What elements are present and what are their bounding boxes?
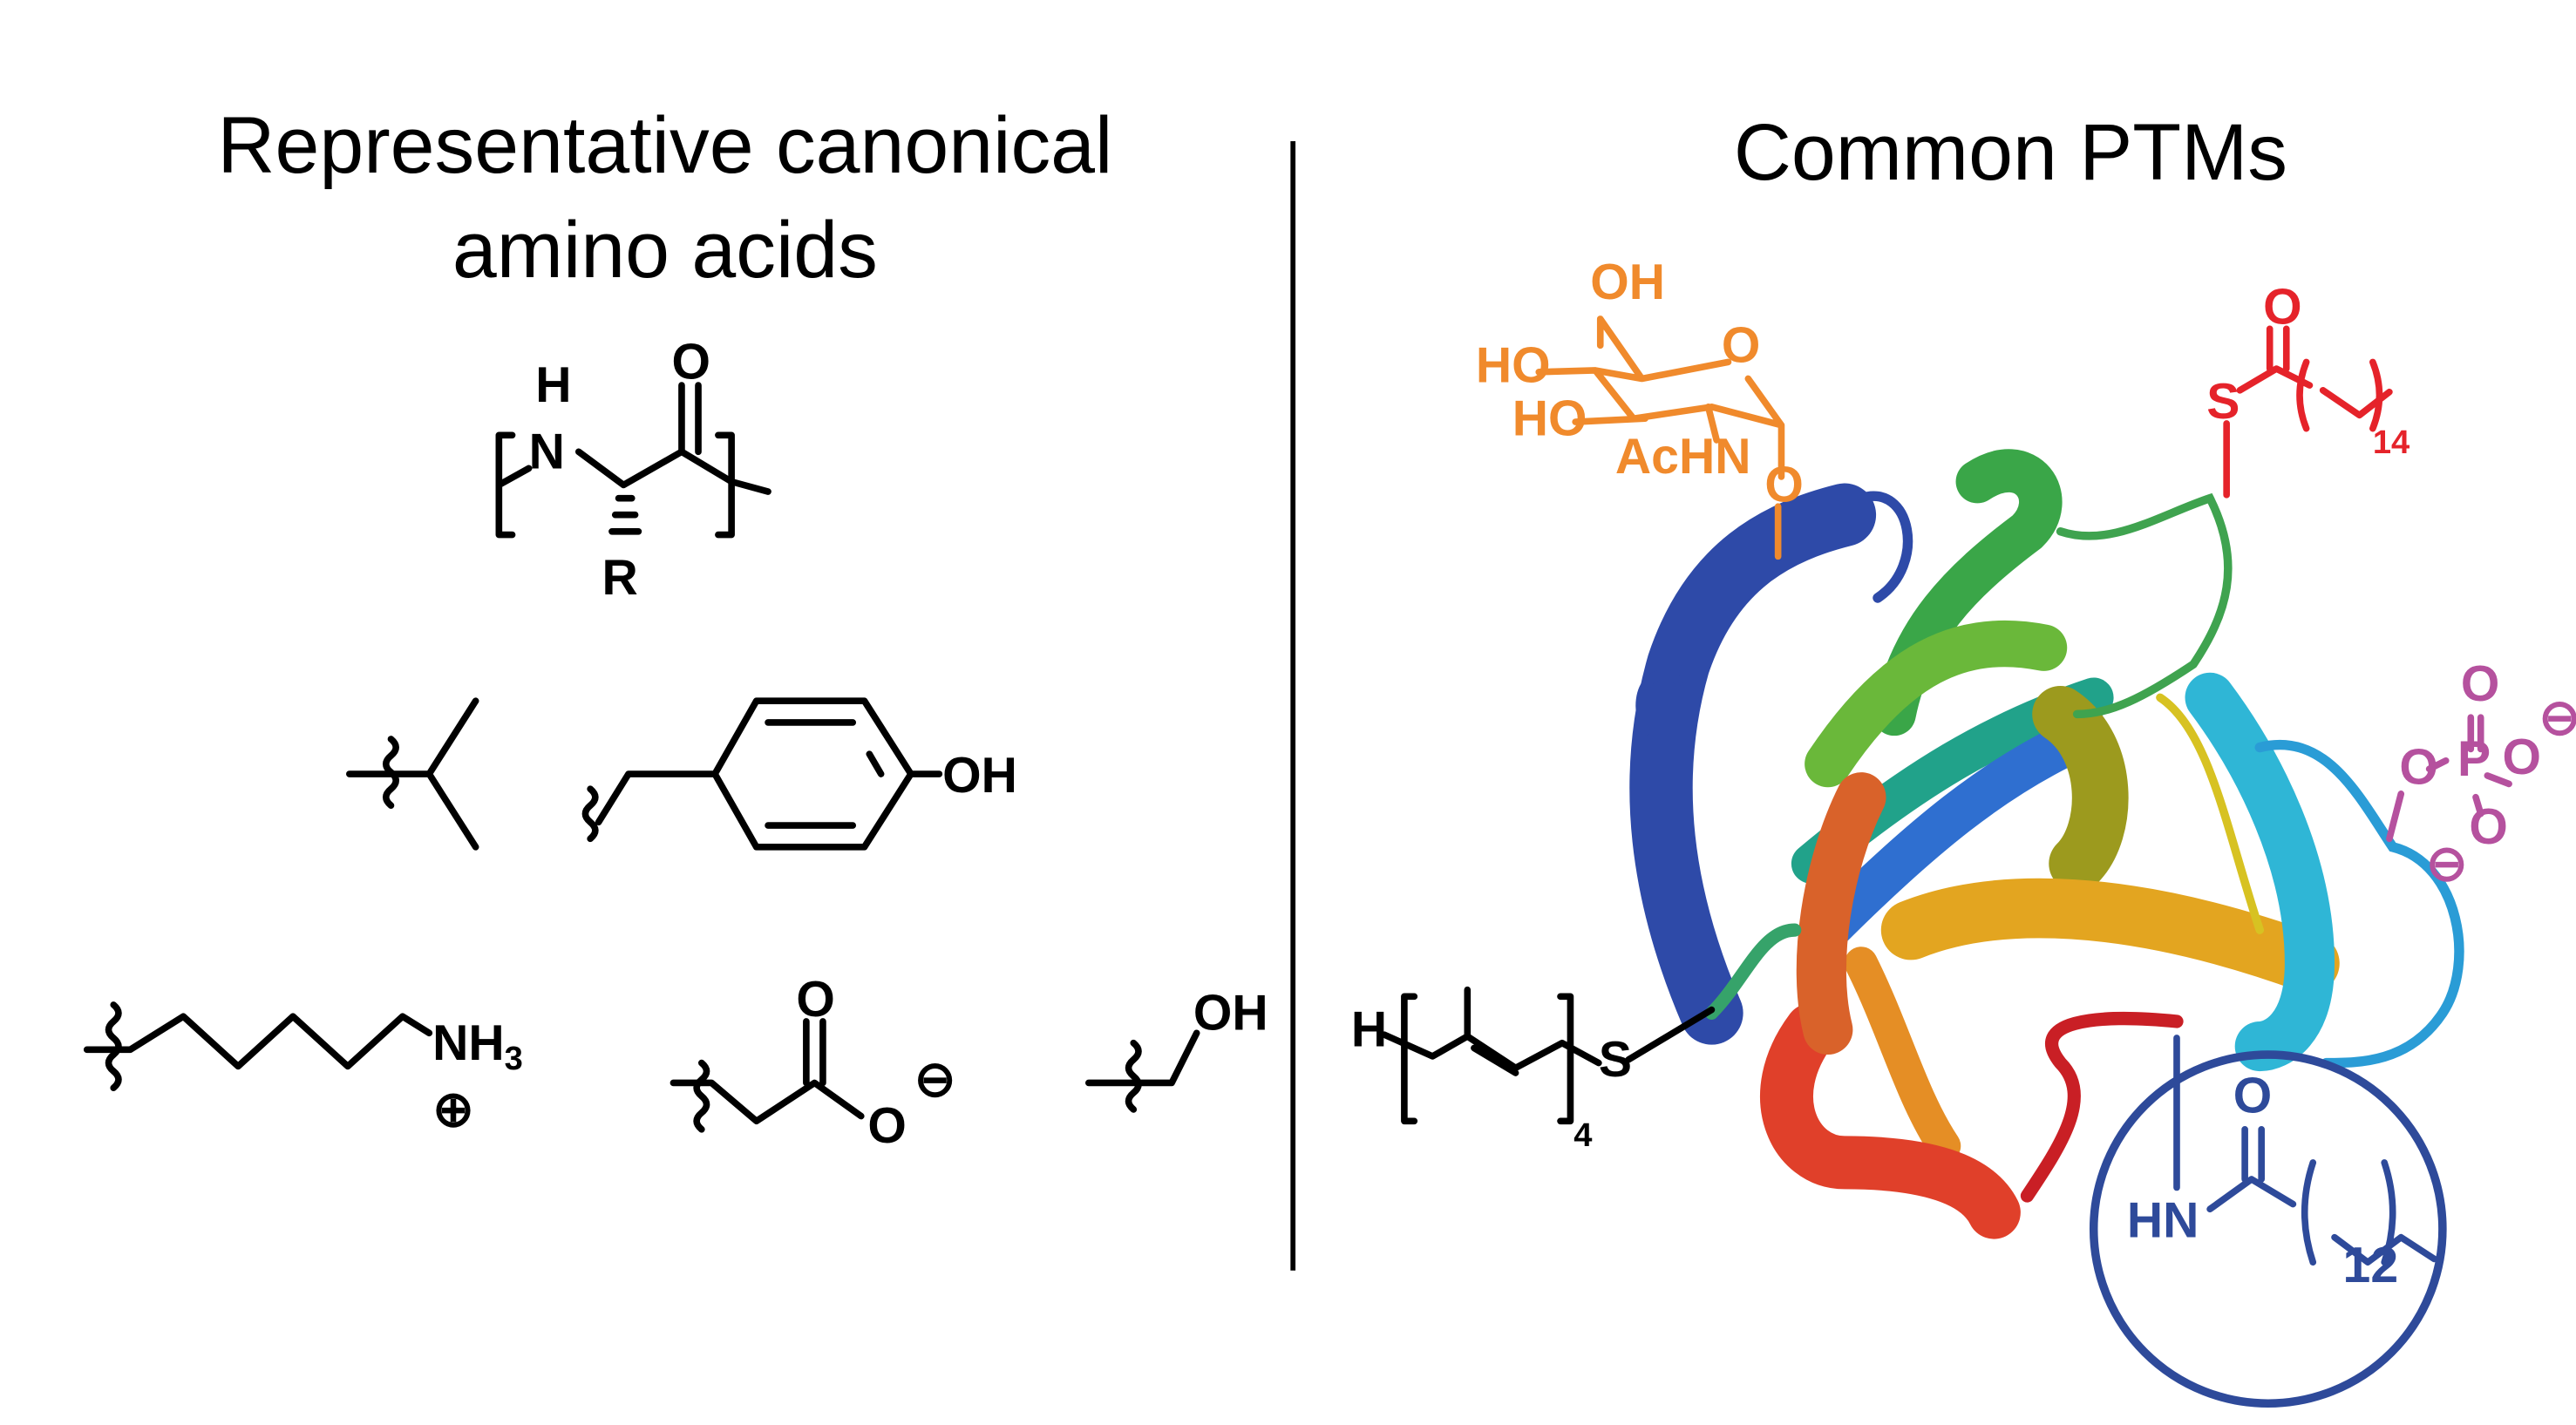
- palm-o: O: [2263, 280, 2301, 336]
- glyco-achn: AcHN: [1615, 429, 1751, 485]
- palm-s: S: [2206, 374, 2240, 430]
- right-title: Common PTMs: [1734, 108, 2287, 197]
- palmitoylation-ptm: O S 14: [2206, 280, 2409, 499]
- aspartate-charge: ⊖: [914, 1052, 956, 1108]
- backbone-r: R: [602, 550, 637, 606]
- glycosylation-ptm: OH HO HO O AcHN O: [1476, 254, 1804, 560]
- serine-sidechain: OH: [1085, 985, 1268, 1113]
- amino-acid-backbone: H N O R: [495, 334, 771, 606]
- phosphorylation-ptm: O O P O ⊖ O ⊖: [2386, 656, 2576, 892]
- phos-o-top: O: [2461, 656, 2499, 712]
- aspartate-sidechain: O O ⊖: [669, 972, 956, 1154]
- phos-charge2: ⊖: [2426, 836, 2468, 892]
- lysine-nh3: NH3: [432, 1015, 523, 1077]
- aspartate-o-double: O: [796, 972, 834, 1028]
- prenyl-s: S: [1599, 1032, 1632, 1088]
- myr-hn: HN: [2127, 1193, 2199, 1249]
- glyco-oh-top: OH: [1590, 254, 1665, 310]
- phos-o-bottom: O: [2469, 799, 2507, 855]
- valine-sidechain: [346, 697, 479, 851]
- lysine-sidechain: NH3 ⊕: [83, 1001, 523, 1137]
- glyco-ho2: HO: [1512, 390, 1587, 446]
- backbone-o: O: [672, 334, 710, 390]
- phos-o-right: O: [2502, 729, 2540, 785]
- prenyl-n: 4: [1573, 1117, 1592, 1154]
- lysine-charge: ⊕: [432, 1082, 474, 1137]
- phos-charge1: ⊖: [2539, 689, 2576, 745]
- left-title-line1: Representative canonical: [217, 101, 1112, 190]
- aspartate-o-single: O: [867, 1098, 906, 1154]
- protein-structure: [1629, 449, 2464, 1239]
- myr-n: 12: [2343, 1238, 2399, 1293]
- prenyl-h: H: [1351, 1002, 1387, 1058]
- phos-p: P: [2457, 731, 2491, 787]
- tyrosine-oh: OH: [942, 748, 1017, 804]
- glyco-ring-o: O: [1722, 317, 1760, 373]
- prenylation-ptm: H S 4: [1351, 986, 1716, 1154]
- phos-o-link: O: [2399, 739, 2437, 795]
- left-title-line2: amino acids: [452, 206, 878, 295]
- glyco-link-o: O: [1764, 457, 1803, 512]
- glyco-ho1: HO: [1476, 337, 1551, 393]
- backbone-h: H: [535, 357, 571, 413]
- tyrosine-sidechain: OH: [581, 697, 1017, 851]
- myr-o: O: [2233, 1069, 2272, 1124]
- palm-n: 14: [2373, 424, 2409, 461]
- backbone-n: N: [529, 424, 565, 479]
- serine-oh: OH: [1193, 985, 1268, 1041]
- myristoylation-ptm: O HN 12: [2089, 1035, 2447, 1408]
